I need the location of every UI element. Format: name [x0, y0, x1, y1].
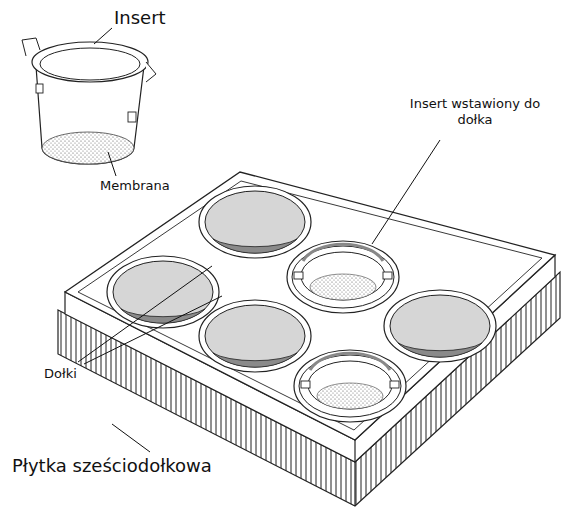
part-label: Dołki — [44, 366, 77, 382]
insert-figure — [22, 38, 156, 164]
part-label: Płytka sześciodołkowa — [12, 455, 212, 477]
part-label: Insert wstawiony do dołka — [400, 96, 550, 127]
leader-lines — [78, 28, 440, 452]
part-label: Membrana — [100, 178, 170, 194]
part-label: Insert — [114, 7, 166, 29]
